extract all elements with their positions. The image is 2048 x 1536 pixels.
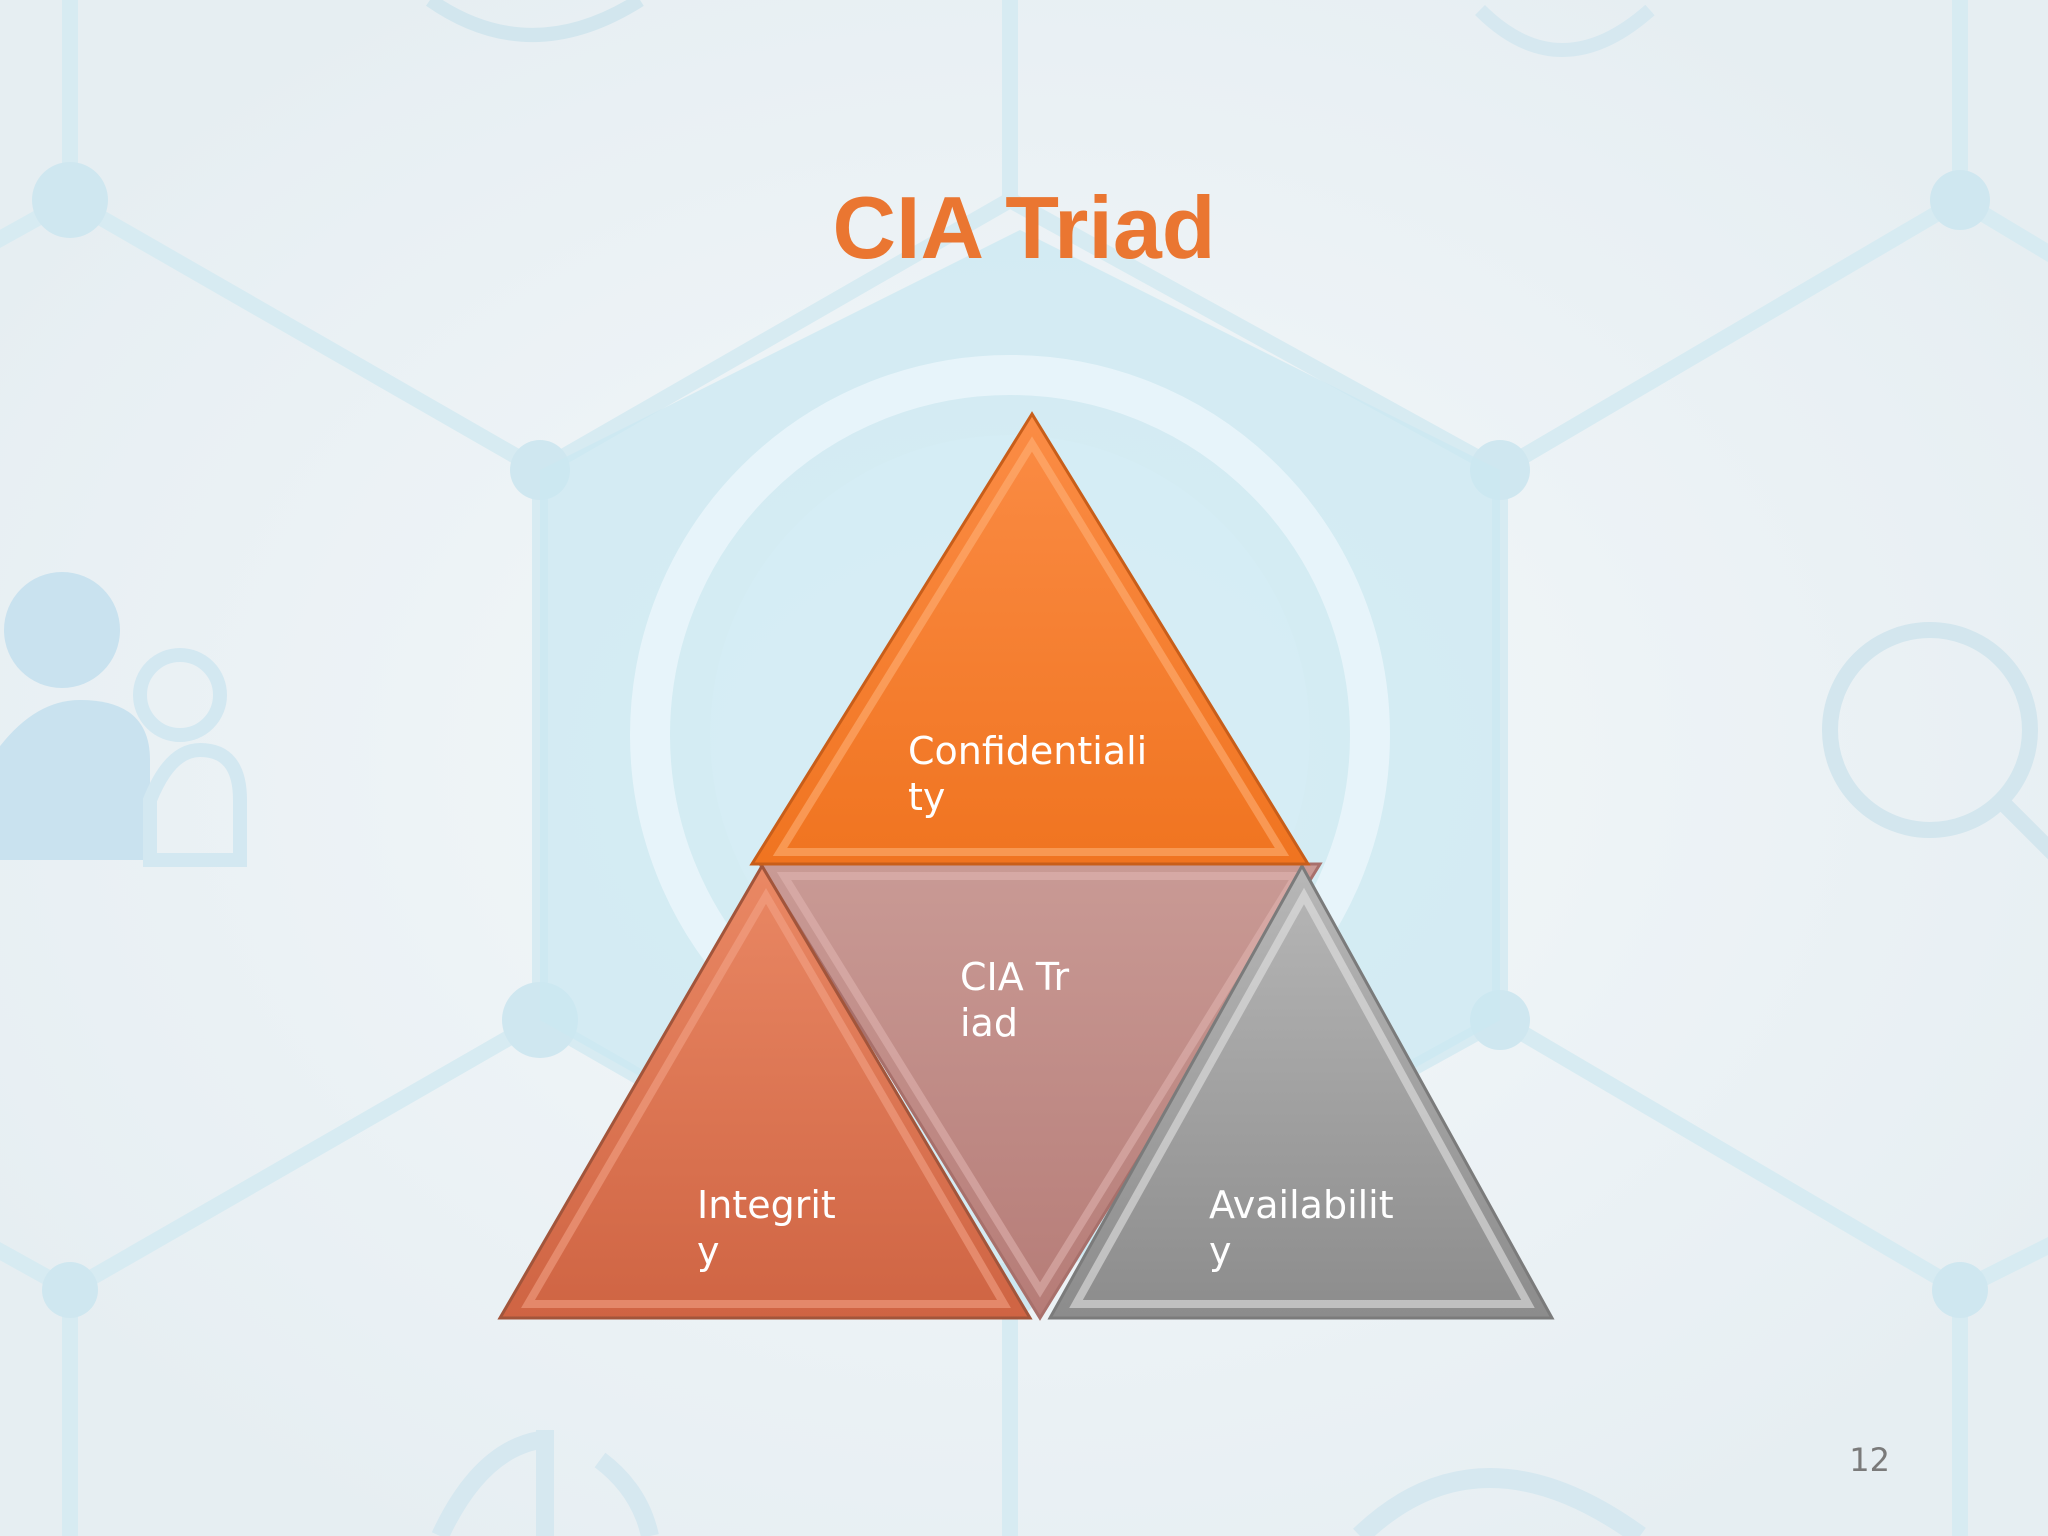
globe-icon <box>425 0 644 42</box>
wifi-icon <box>1353 1468 1646 1536</box>
slide-title: CIA Triad <box>832 178 1216 277</box>
triangle-right <box>1047 862 1555 1320</box>
power-icon <box>431 1430 659 1536</box>
triangle-left <box>497 863 1033 1320</box>
label-integrity: Integrity <box>697 1183 836 1273</box>
label-cia-triad: CIA Triad <box>960 955 1070 1045</box>
users-icon <box>0 572 247 867</box>
triangle-top <box>749 411 1311 866</box>
page-number: 12 <box>1849 1441 1890 1479</box>
search-icon <box>1822 622 2048 860</box>
gear-icon <box>1475 4 1655 57</box>
label-availability: Availability <box>1209 1183 1394 1273</box>
label-confidentiality: Confidentiality <box>908 729 1148 819</box>
